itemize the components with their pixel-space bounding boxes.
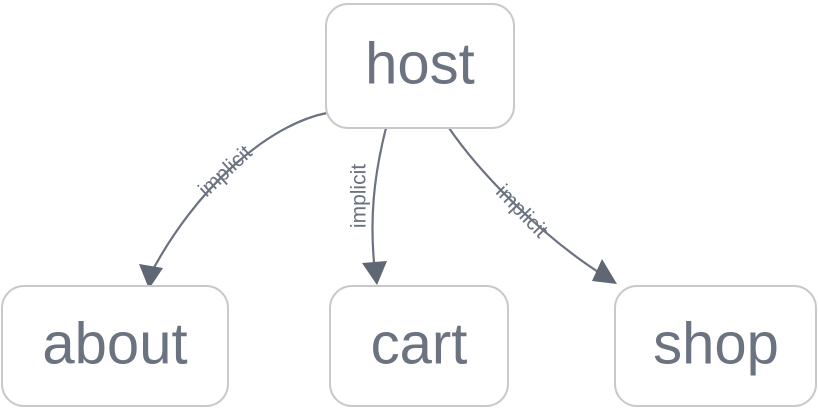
edge-path-host-cart (371, 126, 388, 274)
edge-host-shop[interactable]: implicit (447, 126, 617, 284)
node-cart[interactable]: cart (329, 285, 509, 407)
edge-label-group-host-about: implicit (194, 141, 257, 202)
node-host[interactable]: host (325, 3, 515, 129)
edge-label-host-about: implicit (194, 141, 257, 202)
edge-host-cart[interactable]: implicit (348, 126, 388, 285)
node-box-shop[interactable] (614, 285, 817, 407)
node-layer: host about cart shop (1, 3, 817, 407)
edge-path-host-shop (447, 126, 608, 279)
node-label-shop: shop (653, 311, 779, 376)
arrowhead-host-about (139, 264, 163, 289)
arrowhead-host-cart (362, 261, 387, 285)
arrowhead-host-shop (592, 259, 617, 284)
node-label-about: about (42, 311, 187, 376)
node-about[interactable]: about (1, 285, 229, 407)
node-box-cart[interactable] (329, 285, 509, 407)
node-label-host: host (365, 31, 475, 96)
edge-path-host-about (147, 111, 329, 279)
node-box-host[interactable] (325, 3, 515, 129)
edge-label-host-shop: implicit (491, 180, 552, 242)
edge-host-about[interactable]: implicit (139, 111, 329, 289)
node-box-about[interactable] (1, 285, 229, 407)
node-shop[interactable]: shop (614, 285, 817, 407)
node-label-cart: cart (371, 311, 468, 376)
edge-layer: implicit implicit implicit (139, 111, 617, 289)
edge-label-host-cart: implicit (348, 164, 371, 228)
edge-label-group-host-shop: implicit (491, 180, 552, 242)
edge-label-group-host-cart: implicit (348, 164, 371, 228)
